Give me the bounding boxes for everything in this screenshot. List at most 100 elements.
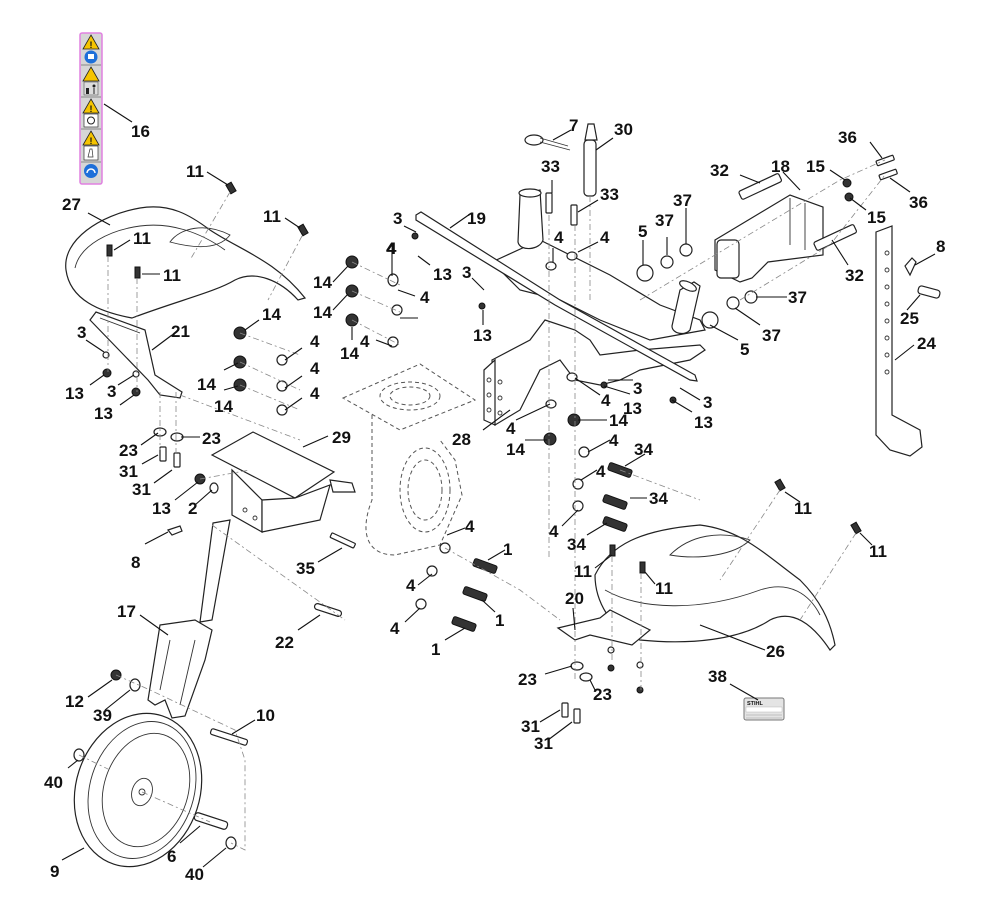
- callout-31[interactable]: 31: [132, 480, 151, 499]
- callout-14[interactable]: 14: [197, 375, 216, 394]
- callout-15[interactable]: 15: [806, 157, 825, 176]
- callout-11[interactable]: 11: [163, 266, 181, 285]
- callout-10[interactable]: 10: [256, 706, 275, 725]
- callout-33[interactable]: 33: [541, 157, 560, 176]
- callout-4[interactable]: 4: [360, 332, 370, 351]
- stake-pin[interactable]: [917, 285, 941, 299]
- callout-29[interactable]: 29: [332, 428, 351, 447]
- callout-38[interactable]: 38: [708, 667, 727, 686]
- callout-33[interactable]: 33: [600, 185, 619, 204]
- callout-37[interactable]: 37: [673, 191, 692, 210]
- callout-4[interactable]: 4: [609, 431, 619, 450]
- callout-13[interactable]: 13: [623, 399, 642, 418]
- callout-36[interactable]: 36: [838, 128, 857, 147]
- callout-16[interactable]: 16: [131, 122, 150, 141]
- rating-plate[interactable]: STIHL: [743, 697, 785, 721]
- callout-9[interactable]: 9: [50, 862, 59, 881]
- callout-4[interactable]: 4: [310, 384, 320, 403]
- callout-8[interactable]: 8: [936, 237, 945, 256]
- callout-11[interactable]: 11: [574, 562, 592, 581]
- callout-14[interactable]: 14: [313, 273, 332, 292]
- callout-4[interactable]: 4: [549, 522, 559, 541]
- callout-37[interactable]: 37: [788, 288, 807, 307]
- callout-14[interactable]: 14: [313, 303, 332, 322]
- callout-11[interactable]: 11: [133, 229, 151, 248]
- callout-28[interactable]: 28: [452, 430, 471, 449]
- callout-11[interactable]: 11: [869, 542, 887, 561]
- callout-31[interactable]: 31: [119, 462, 138, 481]
- hitch-rod[interactable]: [415, 211, 698, 382]
- callout-4[interactable]: 4: [465, 517, 475, 536]
- callout-34[interactable]: 34: [634, 440, 653, 459]
- callout-3[interactable]: 3: [107, 382, 116, 401]
- callout-23[interactable]: 23: [119, 441, 138, 460]
- callout-4[interactable]: 4: [387, 239, 397, 258]
- callout-31[interactable]: 31: [521, 717, 540, 736]
- callout-23[interactable]: 23: [593, 685, 612, 704]
- right-fender[interactable]: [594, 524, 836, 651]
- callout-1[interactable]: 1: [431, 640, 440, 659]
- callout-23[interactable]: 23: [202, 429, 221, 448]
- callout-34[interactable]: 34: [567, 535, 586, 554]
- frame-bracket[interactable]: [210, 431, 356, 534]
- callout-11[interactable]: 11: [794, 499, 812, 518]
- callout-5[interactable]: 5: [638, 222, 647, 241]
- callout-32[interactable]: 32: [845, 266, 864, 285]
- callout-3[interactable]: 3: [77, 323, 86, 342]
- callout-4[interactable]: 4: [420, 288, 430, 307]
- callout-37[interactable]: 37: [655, 211, 674, 230]
- callout-23[interactable]: 23: [518, 670, 537, 689]
- callout-26[interactable]: 26: [766, 642, 785, 661]
- callout-13[interactable]: 13: [433, 265, 452, 284]
- callout-36[interactable]: 36: [909, 193, 928, 212]
- callout-40[interactable]: 40: [44, 773, 63, 792]
- callout-4[interactable]: 4: [390, 619, 400, 638]
- depth-stake[interactable]: [875, 225, 923, 457]
- callout-2[interactable]: 2: [188, 499, 197, 518]
- transport-wheel[interactable]: [55, 697, 221, 884]
- callout-11[interactable]: 11: [655, 579, 673, 598]
- callout-4[interactable]: 4: [596, 462, 606, 481]
- callout-4[interactable]: 4: [600, 228, 610, 247]
- callout-35[interactable]: 35: [296, 559, 315, 578]
- callout-19[interactable]: 19: [467, 209, 486, 228]
- callout-14[interactable]: 14: [506, 440, 525, 459]
- right-fender-bracket[interactable]: [556, 609, 652, 646]
- left-fender[interactable]: [65, 206, 307, 319]
- callout-13[interactable]: 13: [65, 384, 84, 403]
- callout-3[interactable]: 3: [703, 393, 712, 412]
- callout-25[interactable]: 25: [900, 309, 919, 328]
- callout-14[interactable]: 14: [214, 397, 233, 416]
- callout-13[interactable]: 13: [94, 404, 113, 423]
- callout-31[interactable]: 31: [534, 734, 553, 753]
- callout-39[interactable]: 39: [93, 706, 112, 725]
- callout-4[interactable]: 4: [506, 419, 516, 438]
- callout-3[interactable]: 3: [462, 263, 471, 282]
- callout-14[interactable]: 14: [609, 411, 628, 430]
- callout-12[interactable]: 12: [65, 692, 84, 711]
- callout-14[interactable]: 14: [262, 305, 281, 324]
- callout-13[interactable]: 13: [152, 499, 171, 518]
- callout-20[interactable]: 20: [565, 589, 584, 608]
- callout-13[interactable]: 13: [473, 326, 492, 345]
- callout-5[interactable]: 5: [740, 340, 749, 359]
- wheel-fork-leg[interactable]: [147, 519, 231, 719]
- callout-37[interactable]: 37: [762, 326, 781, 345]
- callout-1[interactable]: 1: [495, 611, 504, 630]
- callout-7[interactable]: 7: [569, 116, 578, 135]
- callout-1[interactable]: 1: [503, 540, 512, 559]
- callout-3[interactable]: 3: [393, 209, 402, 228]
- callout-4[interactable]: 4: [406, 576, 416, 595]
- callout-14[interactable]: 14: [340, 344, 359, 363]
- callout-30[interactable]: 30: [614, 120, 633, 139]
- main-frame[interactable]: [483, 188, 706, 427]
- callout-17[interactable]: 17: [117, 602, 136, 621]
- callout-40[interactable]: 40: [185, 865, 204, 884]
- callout-27[interactable]: 27: [62, 195, 81, 214]
- callout-13[interactable]: 13: [694, 413, 713, 432]
- hitch-pin[interactable]: [583, 123, 598, 197]
- callout-34[interactable]: 34: [649, 489, 668, 508]
- callout-15[interactable]: 15: [867, 208, 886, 227]
- callout-32[interactable]: 32: [710, 161, 729, 180]
- callout-8[interactable]: 8: [131, 553, 140, 572]
